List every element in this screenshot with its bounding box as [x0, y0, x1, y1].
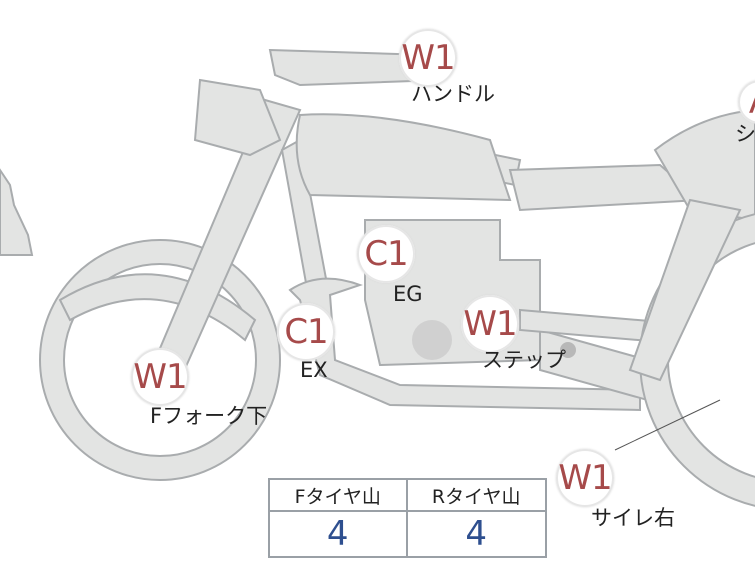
tail-cowl — [653, 108, 755, 222]
label-front-fork: Fフォーク下 — [150, 404, 268, 428]
label-engine: EG — [393, 282, 423, 306]
engine-cover — [412, 320, 452, 360]
label-exhaust: EX — [300, 358, 328, 382]
rear-part-left — [0, 168, 34, 256]
label-silencer: サイレ右 — [591, 506, 675, 530]
marker-exhaust: C1 — [277, 303, 335, 361]
marker-engine: C1 — [357, 225, 415, 283]
label-handle: ハンドル — [411, 82, 495, 106]
marker-silencer: W1 — [556, 449, 614, 507]
silencer-leader-line — [614, 399, 721, 451]
rear-tire-value: 4 — [465, 514, 488, 554]
marker-step: W1 — [461, 295, 519, 353]
rear-shock — [628, 198, 742, 382]
marker-front-fork: W1 — [131, 348, 189, 406]
headlight — [193, 78, 282, 157]
footpeg — [560, 342, 576, 358]
exhaust-pipe — [288, 277, 641, 412]
tire-tread-table: Fタイヤ山 Rタイヤ山 4 4 — [268, 478, 547, 558]
fuel-tank — [295, 113, 512, 202]
front-tire-value: 4 — [270, 512, 408, 556]
front-tire-header: Fタイヤ山 — [270, 480, 408, 512]
marker-seat: A — [738, 80, 755, 124]
rear-tire-header: Rタイヤ山 — [407, 480, 545, 512]
label-step: ステップ — [482, 348, 566, 372]
label-seat: シ — [735, 122, 755, 146]
marker-handle: W1 — [399, 29, 457, 87]
